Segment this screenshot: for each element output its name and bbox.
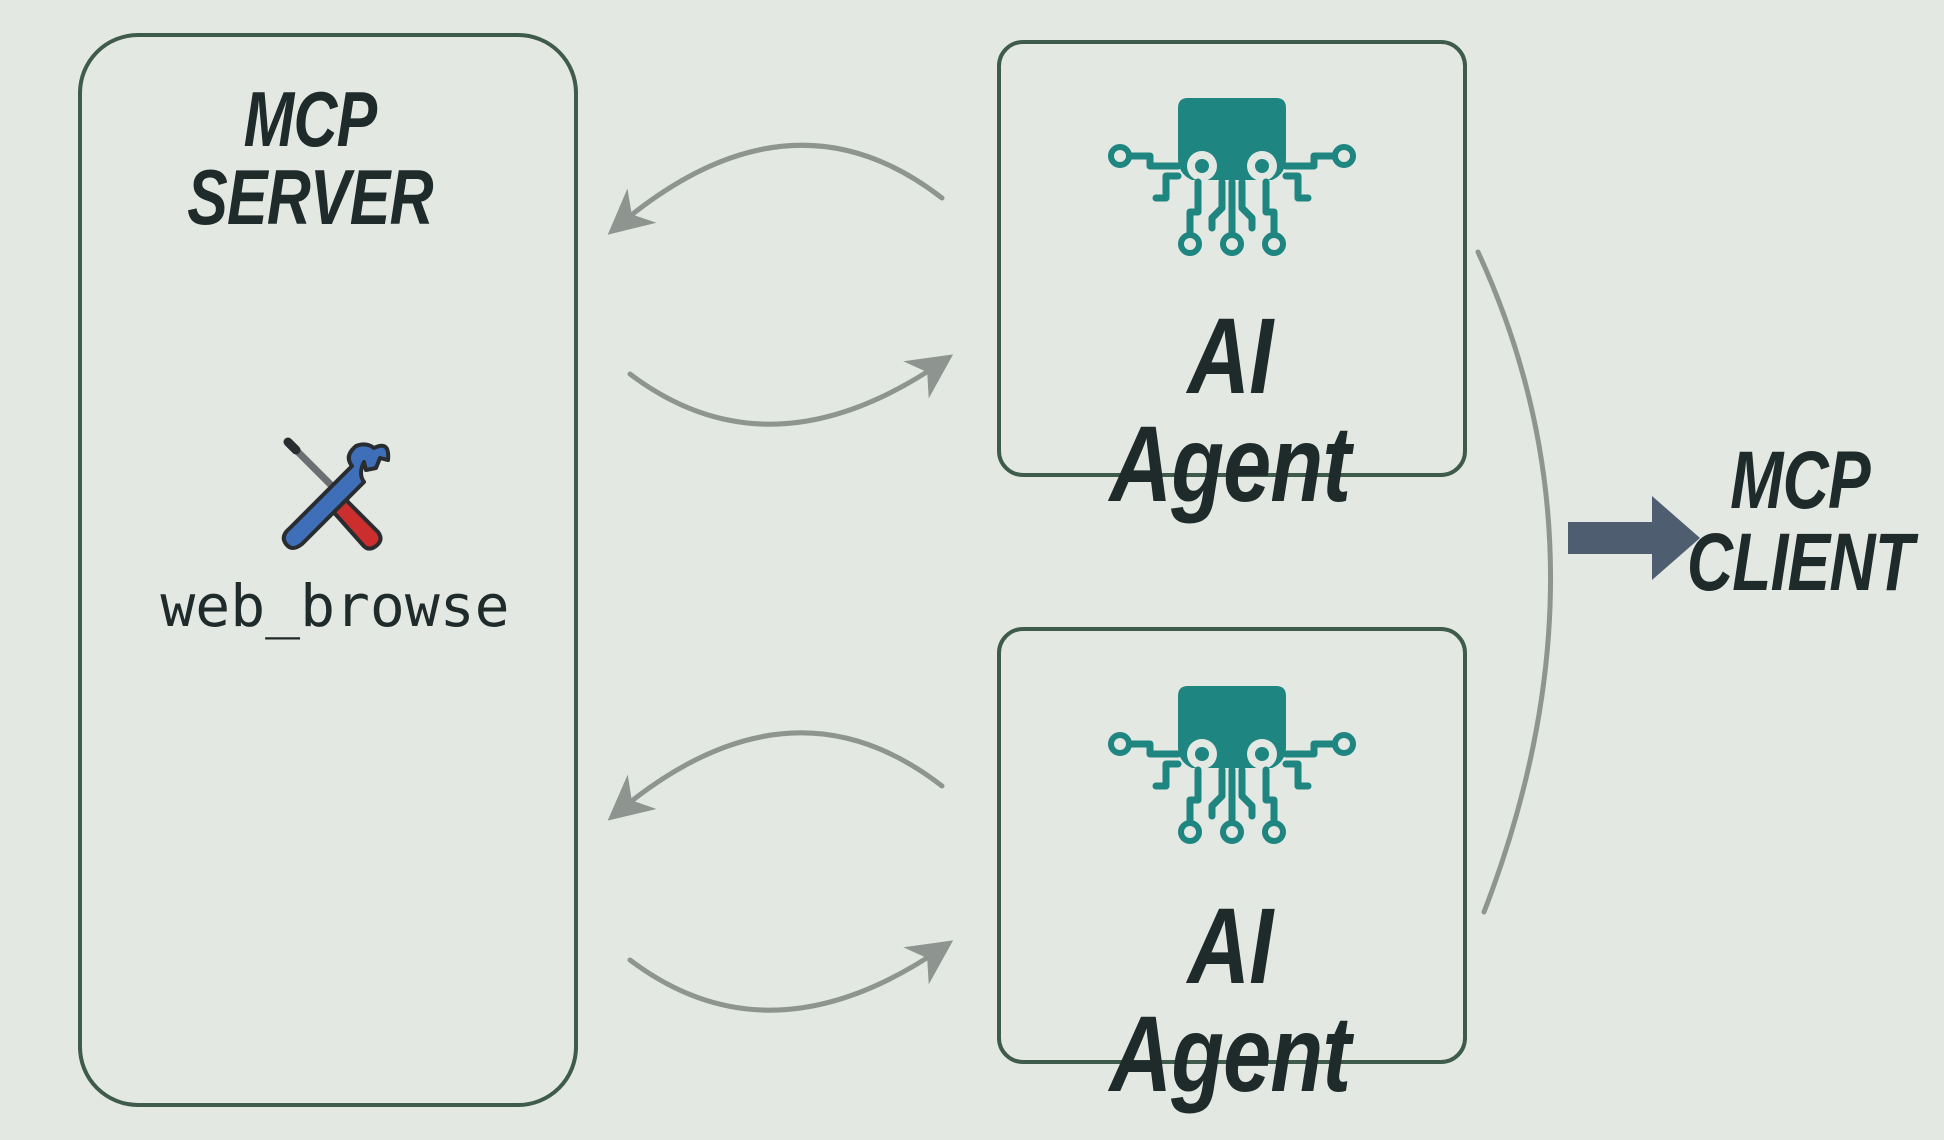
arrow-agent1-to-server: [607, 142, 945, 235]
tool-label-web-browse: web_browse: [160, 572, 510, 640]
ai-agent-box-2: [997, 627, 1467, 1064]
wrench-screwdriver-icon: [281, 437, 391, 551]
mcp-server-title-line1: MCP: [243, 75, 378, 163]
arrow-server-to-agent2: [627, 940, 954, 1013]
agents-bracket: [1475, 249, 1554, 915]
mcp-server-box: [78, 33, 578, 1107]
arrow-agent2-to-server: [607, 730, 945, 821]
mcp-server-title-line2: SERVER: [187, 153, 433, 241]
ai-agent-box-1: [997, 40, 1467, 477]
mcp-client-title-line1: MCP: [1730, 435, 1871, 526]
client-arrow: [1568, 496, 1700, 580]
ai-agent-label-1: AI Agent: [1109, 295, 1352, 524]
mcp-client-title: MCP CLIENT: [1675, 440, 1925, 604]
arrow-server-to-agent1: [627, 354, 954, 427]
mcp-client-title-line2: CLIENT: [1686, 517, 1914, 608]
ai-agent-label-2: AI Agent: [1109, 885, 1352, 1114]
mcp-server-title: MCP SERVER: [177, 80, 442, 236]
